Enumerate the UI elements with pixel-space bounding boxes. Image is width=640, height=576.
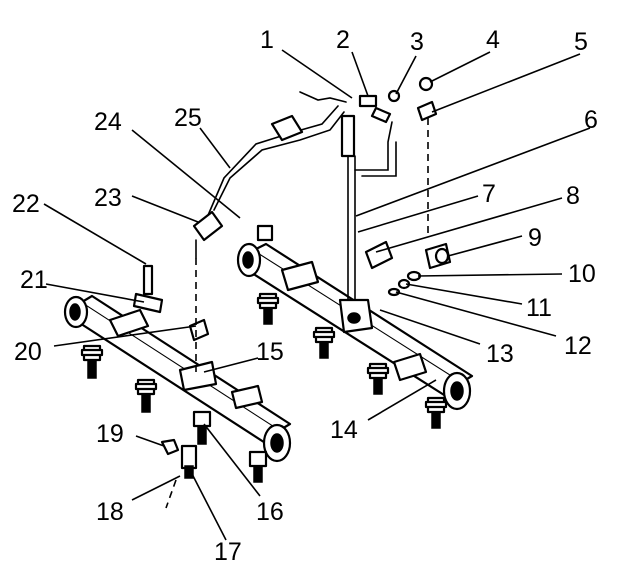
callout-6: 6: [584, 106, 598, 134]
callout-20: 20: [14, 338, 42, 366]
crossover-fitting: [338, 298, 374, 334]
callout-13: 13: [486, 340, 514, 368]
bolt-22: [142, 264, 154, 296]
callout-2: 2: [336, 26, 350, 54]
callout-15: 15: [256, 338, 284, 366]
right-rail-injectors: [256, 292, 448, 429]
assembly-lines: [165, 258, 197, 509]
callout-11: 11: [526, 294, 552, 322]
left-fuel-rail: [63, 294, 292, 463]
callout-7: 7: [482, 180, 496, 208]
callout-16: 16: [256, 498, 284, 526]
callout-23: 23: [94, 184, 122, 212]
clip-15: [178, 360, 218, 392]
callout-1: 1: [260, 26, 274, 54]
top-fitting-parts: [358, 76, 438, 236]
callout-8: 8: [566, 182, 580, 210]
callout-21: 21: [20, 266, 48, 294]
left-rail-injectors: [80, 344, 268, 483]
callout-22: 22: [12, 190, 40, 218]
callout-9: 9: [528, 224, 542, 252]
bracket-8: [364, 240, 394, 270]
callout-14: 14: [330, 416, 358, 444]
callout-12: 12: [564, 332, 592, 360]
callout-10: 10: [568, 260, 596, 288]
tube-end-fitting: [192, 210, 274, 259]
callout-5: 5: [574, 28, 588, 56]
callout-17: 17: [214, 538, 242, 566]
clip-20: [188, 318, 210, 342]
bracket-21: [132, 292, 164, 314]
callout-3: 3: [410, 28, 424, 56]
callout-labels: 1 2 3 4 5 6 7 8 9 10 11 12 13 14 15 16 1…: [12, 26, 598, 566]
cap-19: [160, 438, 180, 456]
fuel-feed-pipe: [205, 91, 397, 301]
clip-9: [424, 242, 452, 270]
leader-lines: [43, 49, 591, 541]
valve-17: [180, 444, 198, 479]
callout-25: 25: [174, 104, 202, 132]
callout-18: 18: [96, 498, 124, 526]
callout-19: 19: [96, 420, 124, 448]
callout-4: 4: [486, 26, 500, 54]
callout-24: 24: [94, 108, 122, 136]
